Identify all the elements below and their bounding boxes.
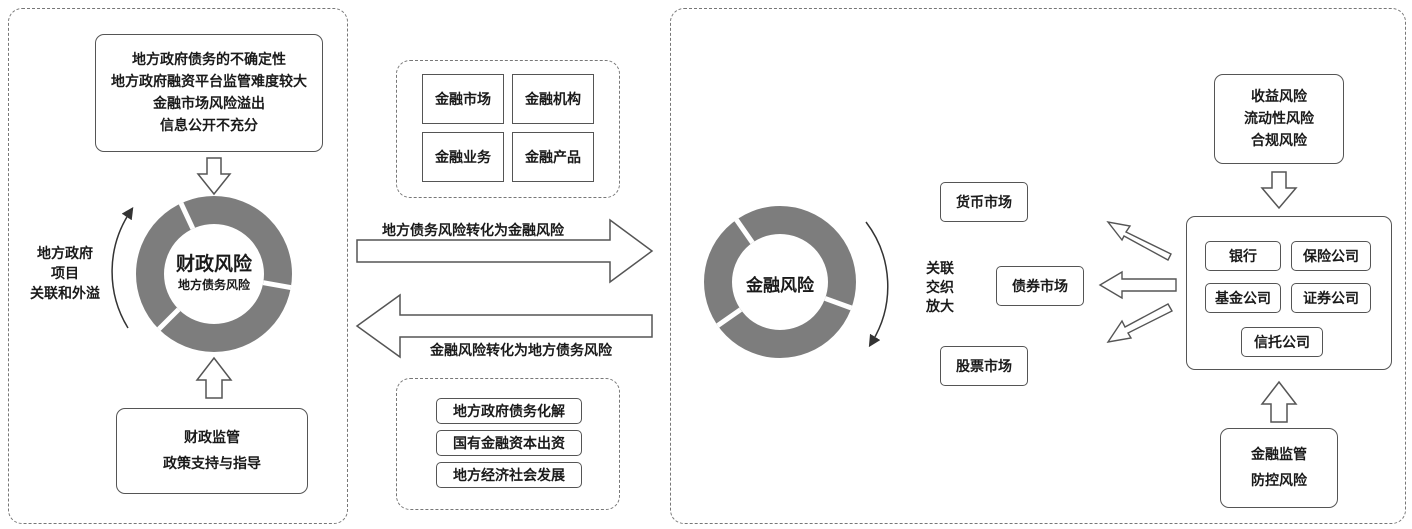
arrow-left-label: 金融风险转化为地方债务风险	[430, 343, 612, 359]
risk-type-line-1: 收益风险	[1251, 89, 1307, 105]
fiscal-supervision-line-1: 财政监管	[184, 430, 240, 446]
side-label-line-1: 地方政府	[37, 246, 93, 262]
side-label-line-2: 项目	[51, 266, 79, 282]
inst-fund: 基金公司	[1205, 283, 1281, 313]
institutions-box: 银行 保险公司 基金公司 证券公司 信托公司	[1186, 216, 1392, 370]
cause-line-4: 信息公开不充分	[160, 118, 258, 134]
left-curved-arrow	[111, 206, 134, 329]
right-side-label: 关联 交织 放大	[920, 260, 960, 317]
arrow-right-label: 地方债务风险转化为金融风险	[382, 223, 564, 239]
inst-bank: 银行	[1205, 241, 1281, 271]
financial-risk-ring	[704, 206, 856, 358]
cause-line-3: 金融市场风险溢出	[153, 96, 265, 112]
down-arrow-hollow	[196, 157, 232, 196]
market-bond: 债券市场	[996, 266, 1084, 306]
side-label-line-3: 关联和外溢	[30, 286, 100, 302]
risk-type-line-2: 流动性风险	[1244, 111, 1314, 127]
risk-causes-box: 地方政府债务的不确定性 地方政府融资平台监管难度较大 金融市场风险溢出 信息公开…	[95, 34, 323, 152]
big-left-arrow	[355, 293, 653, 359]
arrow-to-currency-market	[1106, 220, 1172, 261]
right-curved-arrow	[865, 221, 889, 348]
list-state-capital: 国有金融资本出资	[436, 430, 582, 456]
right-side-label-line-2: 交织	[926, 280, 954, 296]
arrow-to-bond-market	[1098, 270, 1177, 300]
inst-trust: 信托公司	[1241, 327, 1323, 357]
down-arrow-hollow-right	[1260, 171, 1298, 210]
right-panel	[670, 8, 1406, 524]
market-stock: 股票市场	[940, 346, 1028, 386]
middle-bottom-group	[396, 378, 620, 510]
left-panel	[8, 8, 348, 524]
left-side-label: 地方政府 项目 关联和外溢	[22, 244, 108, 304]
fiscal-supervision-line-2: 政策支持与指导	[163, 456, 261, 472]
right-side-label-line-1: 关联	[926, 261, 954, 277]
middle-top-group	[396, 60, 620, 198]
financial-supervision-box: 金融监管 防控风险	[1220, 428, 1338, 508]
right-side-label-line-3: 放大	[926, 299, 954, 315]
risk-type-line-3: 合规风险	[1251, 133, 1307, 149]
grid-financial-product: 金融产品	[512, 132, 594, 182]
fiscal-risk-title: 财政风险	[175, 253, 252, 275]
list-debt-resolution: 地方政府债务化解	[436, 398, 582, 424]
cause-line-2: 地方政府融资平台监管难度较大	[111, 74, 307, 90]
financial-supervision-line-1: 金融监管	[1251, 447, 1307, 463]
arrow-to-stock-market	[1106, 303, 1173, 343]
up-arrow-hollow-right	[1260, 380, 1298, 423]
fiscal-risk-subtitle: 地方债务风险	[177, 278, 250, 292]
fiscal-supervision-box: 财政监管 政策支持与指导	[116, 408, 308, 494]
fiscal-risk-center: 财政风险 地方债务风险	[164, 252, 264, 294]
big-right-arrow	[356, 218, 654, 284]
cause-line-1: 地方政府债务的不确定性	[132, 52, 286, 68]
grid-financial-market: 金融市场	[422, 74, 504, 124]
market-currency: 货币市场	[940, 182, 1028, 222]
grid-financial-business: 金融业务	[422, 132, 504, 182]
up-arrow-hollow	[195, 356, 233, 399]
grid-financial-institution: 金融机构	[512, 74, 594, 124]
fiscal-risk-ring	[136, 196, 292, 352]
inst-securities: 证券公司	[1291, 283, 1371, 313]
risk-types-box: 收益风险 流动性风险 合规风险	[1214, 74, 1344, 164]
list-local-development: 地方经济社会发展	[436, 462, 582, 488]
inst-insurance: 保险公司	[1291, 241, 1371, 271]
financial-risk-title: 金融风险	[746, 276, 814, 296]
financial-supervision-line-2: 防控风险	[1251, 473, 1307, 489]
